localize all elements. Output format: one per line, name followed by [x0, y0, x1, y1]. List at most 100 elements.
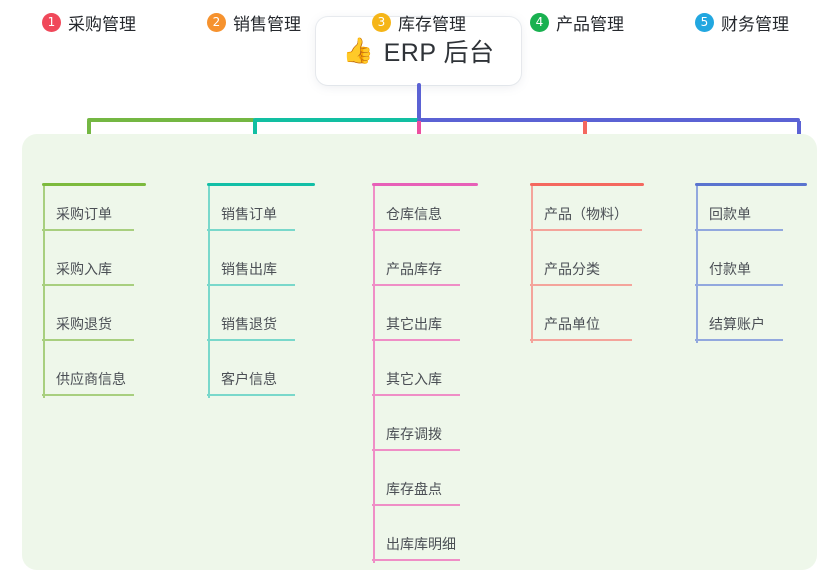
leaf-label: 产品单位: [544, 316, 600, 332]
leaf-item[interactable]: 销售退货: [207, 301, 315, 341]
leaf-label: 其它入库: [386, 371, 442, 387]
branch-spine-1: [43, 186, 45, 398]
branch-title-2: 销售管理: [233, 15, 301, 34]
leaf-item[interactable]: 回款单: [695, 191, 803, 231]
branches-panel: [22, 134, 817, 570]
branch-badge-5: 5: [695, 13, 714, 32]
leaf-label: 产品库存: [386, 261, 442, 277]
leaf-label: 库存调拨: [386, 426, 442, 442]
branch-column-3: 3 库存管理仓库信息产品库存其它出库其它入库库存调拨库存盘点出库库明细: [372, 0, 500, 588]
leaf-rule: [207, 339, 295, 341]
branch-column-2: 2 销售管理销售订单销售出库销售退货客户信息: [207, 0, 335, 588]
connector-bar-right: [417, 118, 800, 122]
leaf-rule: [372, 394, 460, 396]
leaf-item[interactable]: 其它出库: [372, 301, 480, 341]
leaf-rule: [695, 284, 783, 286]
leaf-label: 采购订单: [56, 206, 112, 222]
leaf-item[interactable]: 采购退货: [42, 301, 154, 341]
branch-heading-2[interactable]: 2 销售管理: [207, 10, 301, 35]
leaf-label: 采购退货: [56, 316, 112, 332]
branch-badge-2: 2: [207, 13, 226, 32]
branch-rule-1: [42, 183, 146, 186]
leaf-item[interactable]: 付款单: [695, 246, 803, 286]
leaf-rule: [530, 229, 642, 231]
leaf-item[interactable]: 产品库存: [372, 246, 480, 286]
leaf-label: 出库库明细: [386, 536, 456, 552]
leaf-label: 其它出库: [386, 316, 442, 332]
leaf-label: 销售出库: [221, 261, 277, 277]
leaf-label: 仓库信息: [386, 206, 442, 222]
leaf-item[interactable]: 产品分类: [530, 246, 652, 286]
branch-badge-4: 4: [530, 13, 549, 32]
leaf-rule: [372, 284, 460, 286]
branch-spine-3: [373, 186, 375, 563]
leaf-rule: [42, 229, 134, 231]
leaf-rule: [207, 229, 295, 231]
leaf-rule: [207, 284, 295, 286]
leaf-label: 付款单: [709, 261, 751, 277]
leaf-rule: [42, 339, 134, 341]
branch-title-1: 采购管理: [68, 15, 136, 34]
leaf-rule: [372, 449, 460, 451]
leaf-item[interactable]: 销售订单: [207, 191, 315, 231]
branch-rule-3: [372, 183, 478, 186]
leaf-item[interactable]: 库存盘点: [372, 466, 480, 506]
leaf-label: 销售退货: [221, 316, 277, 332]
branch-rule-5: [695, 183, 807, 186]
leaf-rule: [372, 504, 460, 506]
root-stem: [417, 83, 421, 122]
leaf-item[interactable]: 采购入库: [42, 246, 154, 286]
leaf-label: 产品（物料）: [544, 206, 628, 222]
leaf-label: 产品分类: [544, 261, 600, 277]
branch-spine-2: [208, 186, 210, 398]
leaf-label: 采购入库: [56, 261, 112, 277]
leaf-item[interactable]: 库存调拨: [372, 411, 480, 451]
leaf-rule: [372, 559, 460, 561]
leaf-label: 供应商信息: [56, 371, 126, 387]
leaf-label: 库存盘点: [386, 481, 442, 497]
branch-rule-2: [207, 183, 315, 186]
leaf-rule: [695, 339, 783, 341]
leaf-rule: [42, 394, 134, 396]
leaf-rule: [372, 339, 460, 341]
connector-bar-left: [87, 118, 255, 122]
leaf-item[interactable]: 供应商信息: [42, 356, 154, 396]
leaf-label: 结算账户: [709, 316, 765, 332]
connector-bar-mid: [253, 118, 421, 122]
branch-spine-5: [696, 186, 698, 343]
root-node-erp-backend[interactable]: 👍 ERP 后台: [316, 17, 521, 85]
branch-badge-3: 3: [372, 13, 391, 32]
leaf-item[interactable]: 采购订单: [42, 191, 154, 231]
leaf-item[interactable]: 销售出库: [207, 246, 315, 286]
leaf-label: 回款单: [709, 206, 751, 222]
branch-rule-4: [530, 183, 644, 186]
branch-heading-3[interactable]: 3 库存管理: [372, 10, 466, 35]
leaf-rule: [372, 229, 460, 231]
leaf-item[interactable]: 产品（物料）: [530, 191, 662, 231]
leaf-item[interactable]: 其它入库: [372, 356, 480, 396]
leaf-label: 销售订单: [221, 206, 277, 222]
leaf-item[interactable]: 出库库明细: [372, 521, 480, 561]
branch-column-4: 4 产品管理产品（物料） 产品分类产品单位: [530, 0, 672, 588]
leaf-rule: [530, 284, 632, 286]
branch-title-3: 库存管理: [398, 15, 466, 34]
branch-spine-4: [531, 186, 533, 343]
leaf-item[interactable]: 结算账户: [695, 301, 803, 341]
branch-column-1: 1 采购管理采购订单采购入库采购退货供应商信息: [42, 0, 174, 588]
leaf-item[interactable]: 仓库信息: [372, 191, 480, 231]
leaf-rule: [42, 284, 134, 286]
branch-heading-4[interactable]: 4 产品管理: [530, 10, 624, 35]
leaf-label: 客户信息: [221, 371, 277, 387]
branch-heading-1[interactable]: 1 采购管理: [42, 10, 136, 35]
leaf-rule: [695, 229, 783, 231]
leaf-item[interactable]: 产品单位: [530, 301, 652, 341]
leaf-rule: [207, 394, 295, 396]
leaf-item[interactable]: 客户信息: [207, 356, 315, 396]
branch-title-4: 产品管理: [556, 15, 624, 34]
root-node-title: ERP 后台: [383, 39, 495, 67]
branch-badge-1: 1: [42, 13, 61, 32]
leaf-rule: [530, 339, 632, 341]
